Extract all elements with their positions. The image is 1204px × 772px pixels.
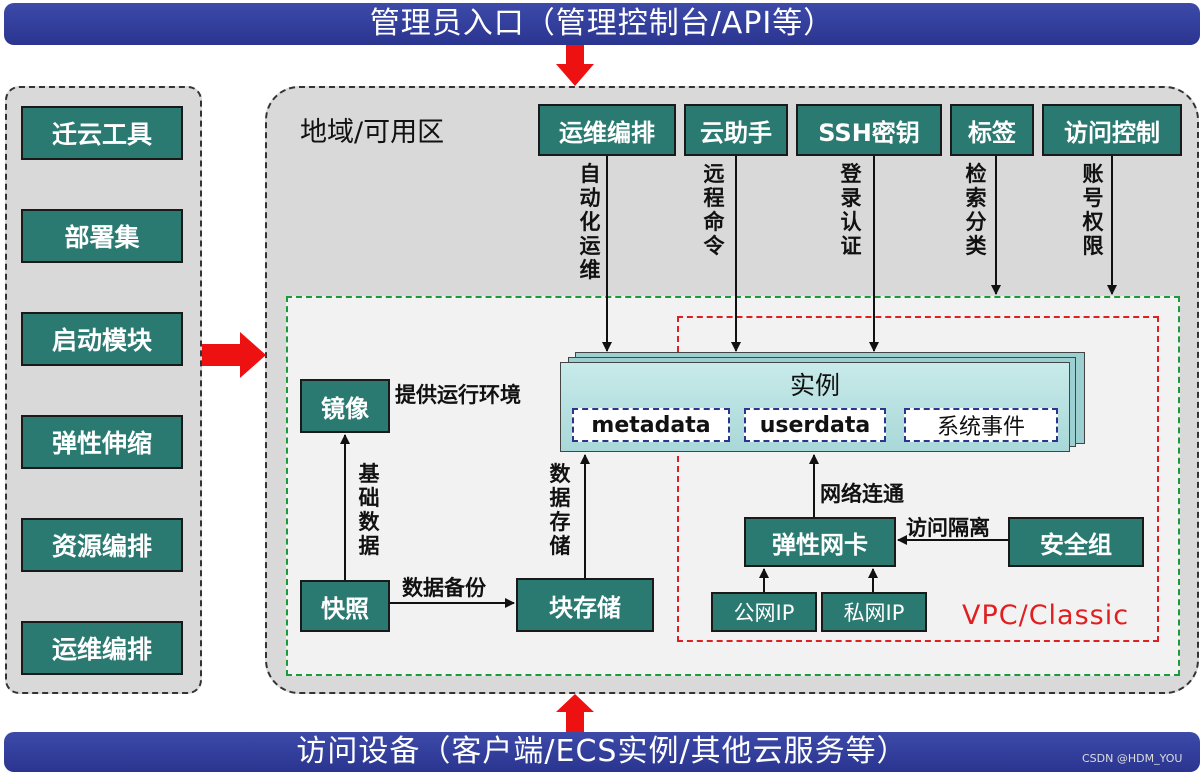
left-item-auto-scaling: 弹性伸缩 bbox=[21, 415, 183, 469]
image-box: 镜像 bbox=[300, 379, 390, 433]
admin-down-red-arrow bbox=[556, 45, 594, 86]
label-network-connect: 网络连通 bbox=[820, 482, 904, 506]
label-data-storage: 数据存储 bbox=[549, 462, 571, 558]
service-cloud-assistant: 云助手 bbox=[684, 104, 788, 156]
security-group-box: 安全组 bbox=[1008, 517, 1144, 567]
label-data-backup: 数据备份 bbox=[402, 576, 486, 600]
private-ip-box: 私网IP bbox=[821, 592, 927, 632]
label-access-isolation: 访问隔离 bbox=[906, 516, 990, 540]
left-item-resource-orchestration: 资源编排 bbox=[21, 518, 183, 572]
label-search-classify: 检索分类 bbox=[965, 162, 987, 258]
eni-box: 弹性网卡 bbox=[744, 517, 896, 567]
public-ip-box: 公网IP bbox=[711, 592, 817, 632]
service-ssh-key: SSH密钥 bbox=[796, 104, 942, 156]
field-system-events: 系统事件 bbox=[904, 408, 1058, 442]
watermark: CSDN @HDM_YOU bbox=[1082, 752, 1183, 765]
left-to-main-red-arrow bbox=[202, 332, 266, 378]
device-up-red-arrow bbox=[556, 694, 594, 732]
left-tools-panel bbox=[5, 86, 202, 694]
label-base-data: 基础数据 bbox=[358, 462, 380, 558]
field-userdata: userdata bbox=[744, 408, 886, 442]
snapshot-box: 快照 bbox=[300, 580, 390, 632]
instance-title: 实例 bbox=[789, 371, 840, 400]
label-login-auth: 登录认证 bbox=[840, 162, 862, 258]
block-storage-box: 块存储 bbox=[516, 578, 654, 632]
left-item-launch-template: 启动模块 bbox=[21, 312, 183, 366]
left-item-ops-orchestration: 运维编排 bbox=[21, 621, 183, 675]
label-remote-command: 远程命令 bbox=[703, 162, 725, 258]
service-ops-orchestration: 运维编排 bbox=[538, 104, 676, 156]
vpc-classic-label: VPC/Classic bbox=[962, 600, 1130, 631]
admin-entry-banner: 管理员入口（管理控制台/API等） bbox=[4, 3, 1200, 45]
label-auto-ops: 自动化运维 bbox=[579, 162, 601, 282]
vpc-red-dashed-container bbox=[677, 316, 1159, 642]
label-account-permission: 账号权限 bbox=[1082, 162, 1104, 258]
access-device-banner: 访问设备（客户端/ECS实例/其他云服务等） bbox=[4, 732, 1200, 772]
left-item-deployment-set: 部署集 bbox=[21, 209, 183, 263]
label-provide-runtime: 提供运行环境 bbox=[395, 383, 521, 407]
field-metadata: metadata bbox=[572, 408, 730, 442]
service-access-control: 访问控制 bbox=[1042, 104, 1182, 156]
service-tag: 标签 bbox=[950, 104, 1034, 156]
region-title: 地域/可用区 bbox=[300, 117, 445, 148]
left-item-migration-tool: 迁云工具 bbox=[21, 106, 183, 160]
